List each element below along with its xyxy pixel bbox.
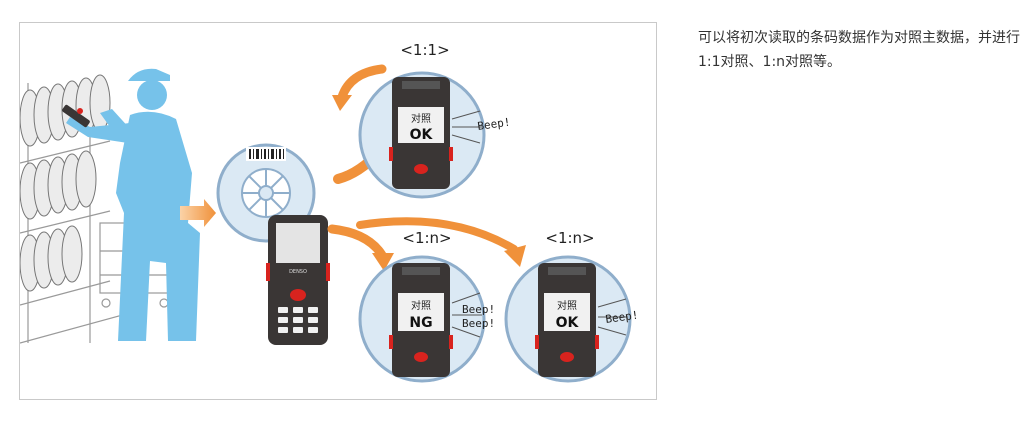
device-brand: DENSO xyxy=(289,269,307,275)
result-ng: NG xyxy=(409,315,432,331)
arrow-worker-to-scan xyxy=(180,199,216,227)
terminal-1ton-ng: 对照 NG Beep! Beep! xyxy=(358,255,495,383)
label-1ton-a: <1:n> xyxy=(402,229,451,247)
screen-compare-2: 对照 xyxy=(411,299,431,312)
beep-2b: Beep! xyxy=(462,317,495,330)
description-text: 可以将初次读取的条码数据作为对照主数据，并进行1:1对照、1:n对照等。 xyxy=(698,30,1020,70)
terminal-1ton-ok: 对照 OK Beep! xyxy=(504,255,640,383)
worker-silhouette xyxy=(66,68,200,341)
result-ok-1: OK xyxy=(410,127,434,143)
screen-compare-3: 对照 xyxy=(557,299,577,312)
arrow-to-1ton-b xyxy=(356,217,526,267)
label-1ton-b: <1:n> xyxy=(545,229,594,247)
barcode-icon xyxy=(249,149,284,159)
illustration-frame: DENSO xyxy=(19,22,657,400)
arrow-return-1to1 xyxy=(332,64,387,111)
reel-rolls xyxy=(20,74,111,292)
screen-compare-1: 对照 xyxy=(411,112,431,125)
scan-key xyxy=(290,289,306,301)
label-1to1: <1:1> xyxy=(400,41,449,59)
arrow-to-1ton-a xyxy=(327,224,394,271)
beep-3: Beep! xyxy=(605,308,640,325)
collation-illustration: DENSO xyxy=(20,41,640,383)
beep-2a: Beep! xyxy=(462,303,495,316)
worker-scanner xyxy=(62,104,90,128)
result-ok-2: OK xyxy=(556,315,580,331)
main-handheld-terminal: DENSO xyxy=(266,215,330,345)
terminal-1to1: 对照 OK Beep! xyxy=(358,71,512,199)
beep-1: Beep! xyxy=(477,115,512,132)
